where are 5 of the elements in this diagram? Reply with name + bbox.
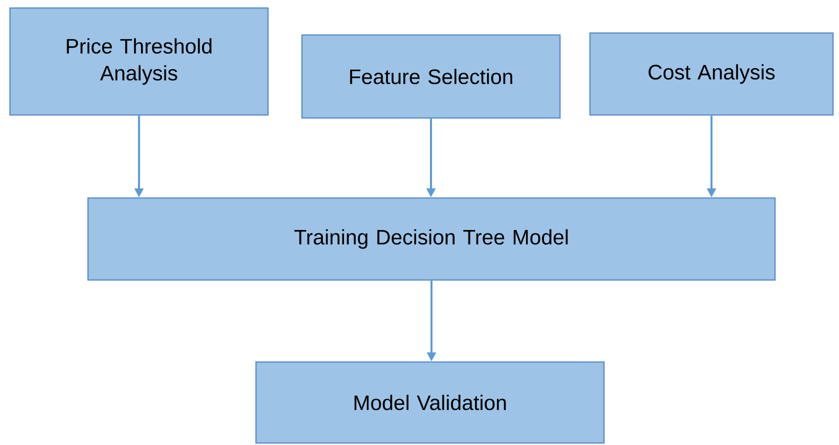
process-box: Feature Selection — [301, 34, 561, 119]
process-box: Model Validation — [255, 361, 605, 444]
process-box: Price Threshold Analysis — [9, 7, 269, 116]
process-box: Training Decision Tree Model — [87, 197, 776, 281]
process-box: Cost Analysis — [589, 32, 834, 116]
